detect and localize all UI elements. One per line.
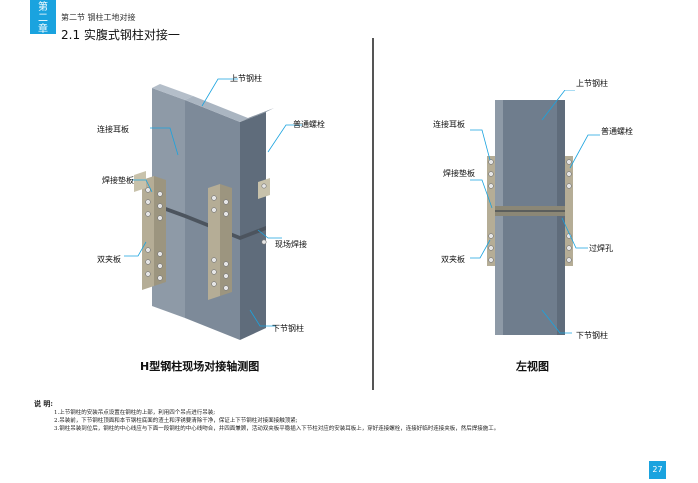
label-weld-hole: 过焊孔 [589, 244, 613, 253]
left-view-figure [470, 90, 600, 335]
leader-lines-right [470, 90, 600, 334]
column-front-flange-face [152, 84, 193, 100]
note-item: 3.钢柱吊装到位后，钢柱的中心线应与下面一段钢柱的中心线吻合，并四面兼顾，活动双… [54, 426, 500, 432]
chapter-char: 章 [38, 24, 48, 35]
notes-list: 1.上节钢柱的安装吊点设置在钢柱的上部，利用四个吊点进行吊装; 2.吊装前，下节… [54, 409, 654, 433]
label-backing-plate-right: 焊接垫板 [443, 169, 475, 178]
left-figure-caption: H型钢柱现场对接轴测图 [140, 360, 260, 373]
right-splice-plate-inner [220, 184, 232, 296]
label-ear-plate-right: 连接耳板 [433, 120, 465, 129]
label-double-clamp: 双夹板 [97, 255, 121, 264]
column-flange-right [557, 100, 565, 335]
section-label: 第二节 钢柱工地对接 [61, 13, 136, 22]
column-top-edge [185, 96, 248, 122]
column-back-top-edge [240, 108, 274, 122]
column-flange-left [495, 100, 503, 335]
label-upper-column-right: 上节钢柱 [576, 79, 608, 88]
left-splice-plate [142, 176, 154, 290]
label-lower-column: 下节钢柱 [272, 324, 304, 333]
chapter-char: 二 [38, 13, 48, 24]
label-bolt-right: 普通螺栓 [601, 127, 633, 136]
splice-plate-left [487, 156, 495, 266]
label-ear-plate: 连接耳板 [97, 125, 129, 134]
label-bolt: 普通螺栓 [293, 120, 325, 129]
page-number: 27 [649, 461, 666, 479]
axonometric-figure [124, 78, 302, 340]
bolt-column-right [566, 159, 572, 263]
splice-plate-right [565, 156, 573, 266]
vertical-divider [372, 38, 374, 390]
column-body [495, 100, 565, 335]
notes-title: 说 明: [34, 399, 54, 408]
chapter-badge: 第 二 章 [30, 0, 56, 35]
column-back-flange [240, 112, 266, 340]
label-backing-plate: 焊接垫板 [102, 176, 134, 185]
right-figure-caption: 左视图 [516, 360, 549, 373]
left-splice-plate-inner [154, 176, 166, 286]
ear-plate-left [134, 171, 146, 192]
note-item: 2.吊装前，下节钢柱顶面和本节钢柱底面的渣土和浮锈要清除干净，保证上下节钢柱对接… [54, 418, 298, 424]
page-title: 2.1 实腹式钢柱对接一 [61, 28, 180, 42]
label-lower-column-right: 下节钢柱 [576, 331, 608, 340]
chapter-char: 第 [38, 2, 48, 13]
label-field-weld: 现场焊接 [275, 240, 307, 249]
bolt-group-left [145, 187, 163, 281]
bolt-group-right [211, 183, 267, 291]
label-upper-column: 上节钢柱 [230, 74, 262, 83]
right-splice-plate [208, 184, 220, 300]
label-double-clamp-right: 双夹板 [441, 255, 465, 264]
leader-lines [124, 78, 302, 327]
bolt-column-left [488, 159, 494, 263]
note-item: 1.上节钢柱的安装吊点设置在钢柱的上部，利用四个吊点进行吊装; [54, 410, 216, 416]
